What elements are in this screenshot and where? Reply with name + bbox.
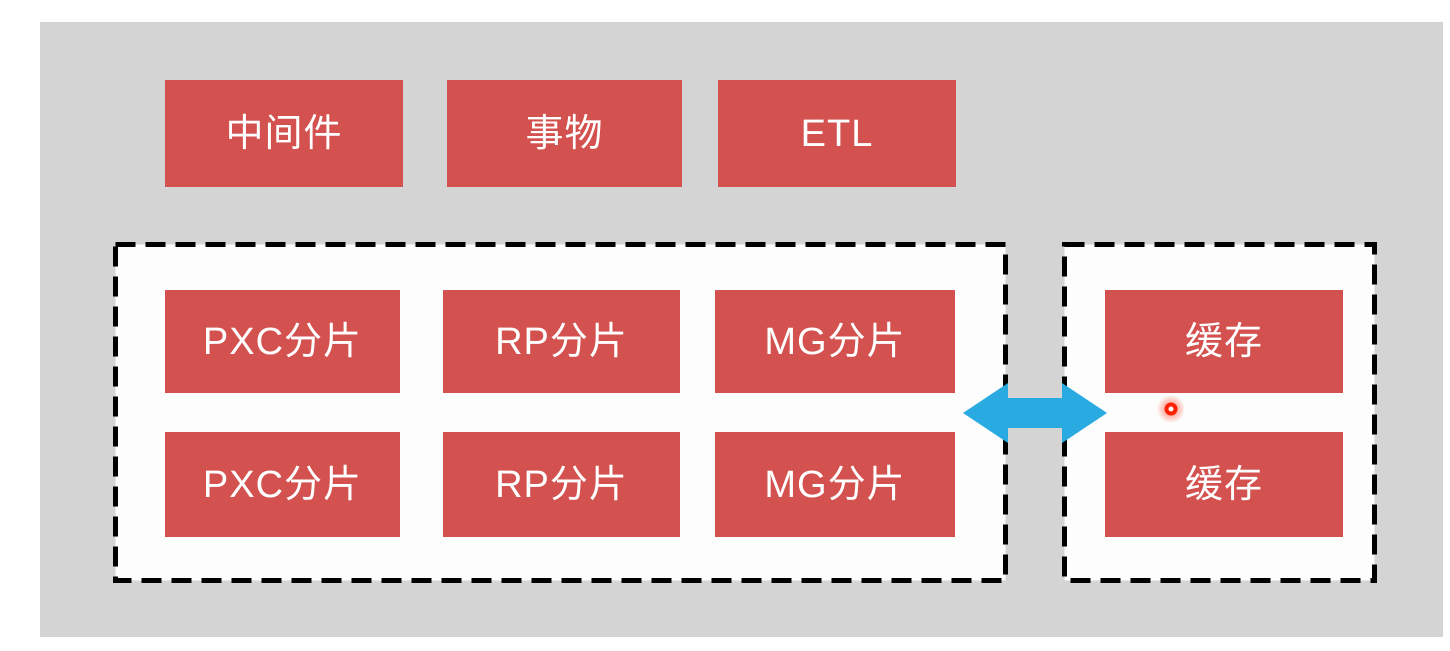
node-mg-shard-1: MG分片 — [715, 290, 955, 393]
node-cache-1: 缓存 — [1105, 290, 1343, 393]
node-transaction: 事物 — [447, 80, 682, 187]
node-pxc-shard-1: PXC分片 — [165, 290, 400, 393]
bidirectional-arrow-icon — [963, 383, 1107, 443]
node-rp-shard-2: RP分片 — [443, 432, 680, 537]
node-mg-shard-2: MG分片 — [715, 432, 955, 537]
node-rp-shard-1: RP分片 — [443, 290, 680, 393]
cursor-click-indicator-icon — [1157, 395, 1185, 423]
node-middleware: 中间件 — [165, 80, 403, 187]
node-pxc-shard-2: PXC分片 — [165, 432, 400, 537]
node-etl: ETL — [718, 80, 956, 187]
node-cache-2: 缓存 — [1105, 432, 1343, 537]
